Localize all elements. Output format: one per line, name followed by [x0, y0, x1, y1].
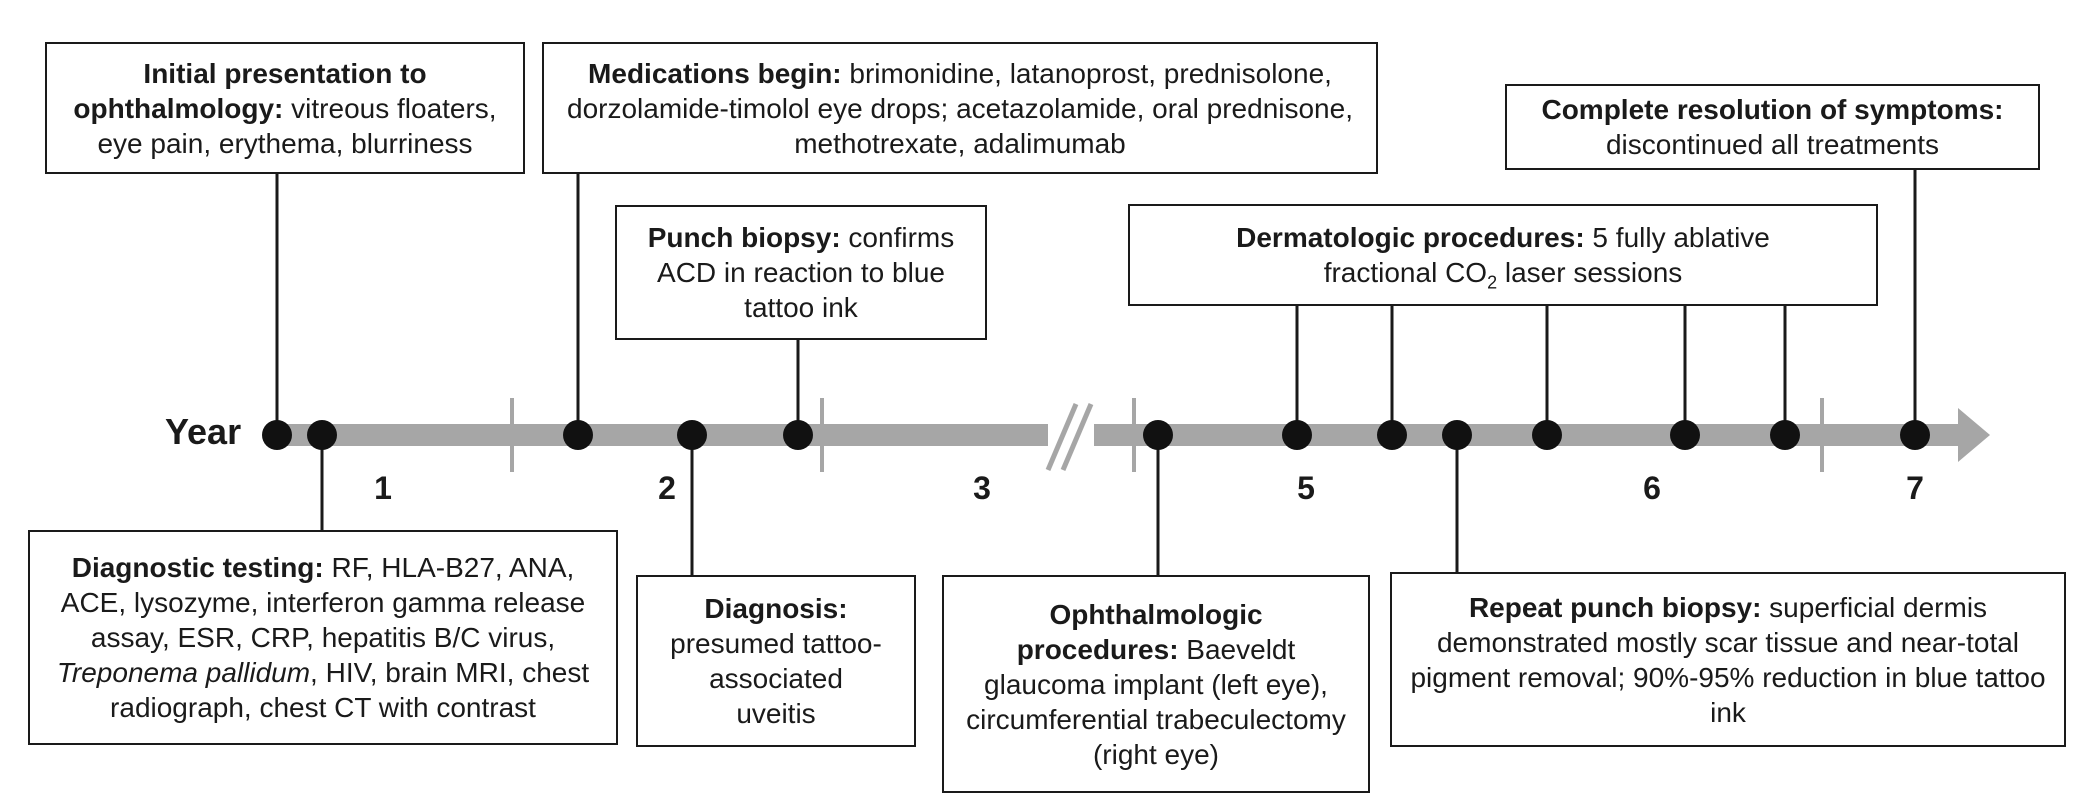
event-marker [1900, 420, 1930, 450]
event-marker [307, 420, 337, 450]
axis-arrowhead [1958, 408, 1990, 462]
event-text: brimonidine, latanoprost, prednisolone, … [567, 57, 1353, 159]
event-label: Initial presentation to ophthalmology: [73, 57, 427, 124]
event-text-italic: Treponema pallidum [56, 657, 311, 688]
event-marker [1282, 420, 1312, 450]
event-text: 5 fully ablative fractional CO [1323, 222, 1770, 288]
event-text: vitreous floaters, eye pain, erythema, b… [97, 92, 497, 159]
event-text-subscript: 2 [1487, 272, 1498, 293]
event-label: Punch biopsy: [647, 222, 841, 253]
event-label: Diagnostic testing: [71, 552, 324, 583]
event-medications: Medications begin: brimonidine, latanopr… [542, 42, 1378, 174]
year-label-3: 3 [973, 470, 991, 506]
axis-bar-left [278, 424, 1048, 446]
event-marker [262, 420, 292, 450]
event-marker [1442, 420, 1472, 450]
event-marker [677, 420, 707, 450]
event-text: confirms ACD in reaction to blue tattoo … [657, 222, 955, 323]
axis-bar-right [1094, 424, 1962, 446]
event-diagnostic-testing: Diagnostic testing: RF, HLA-B27, ANA, AC… [28, 530, 618, 745]
event-marker [563, 420, 593, 450]
event-initial-presentation: Initial presentation to ophthalmology: v… [45, 42, 525, 174]
event-label: Diagnosis: [704, 593, 848, 624]
event-punch-biopsy: Punch biopsy: confirms ACD in reaction t… [615, 205, 987, 340]
event-text: presumed tattoo-associated uveitis [670, 628, 882, 729]
axis-break-mark [1045, 403, 1079, 471]
event-label: Ophthalmologic procedures: [1016, 598, 1263, 665]
event-ophthalmologic-procedures: Ophthalmologic procedures: Baeveldt glau… [942, 575, 1370, 793]
event-label: Complete resolution of symptoms: [1541, 94, 2004, 125]
year-label-2: 2 [658, 470, 676, 506]
year-label-7: 7 [1906, 470, 1924, 506]
axis-title: Year [165, 411, 242, 452]
event-marker [1143, 420, 1173, 450]
event-label: Repeat punch biopsy: [1468, 591, 1762, 623]
event-marker [783, 420, 813, 450]
event-text: discontinued all treatments [1605, 129, 1940, 160]
year-label-5: 5 [1297, 470, 1315, 506]
year-label-6: 6 [1643, 470, 1661, 506]
event-complete-resolution: Complete resolution of symptoms: discont… [1505, 84, 2040, 170]
event-text: RF, HLA-B27, ANA, ACE, lysozyme, interfe… [60, 552, 586, 653]
event-dermatologic-procedures: Dermatologic procedures: 5 fully ablativ… [1128, 204, 1878, 306]
event-label: Medications begin: [588, 57, 842, 89]
event-text: , HIV, brain MRI, chest radiograph, ches… [110, 657, 590, 723]
event-marker [1377, 420, 1407, 450]
event-marker [1670, 420, 1700, 450]
event-marker [1770, 420, 1800, 450]
event-text: superficial dermis demonstrated mostly s… [1410, 591, 2046, 728]
event-marker [1532, 420, 1562, 450]
year-label-1: 1 [374, 470, 392, 506]
event-label: Dermatologic procedures: [1236, 222, 1585, 253]
event-repeat-punch-biopsy: Repeat punch biopsy: superficial dermis … [1390, 572, 2066, 747]
event-diagnosis: Diagnosis: presumed tattoo-associated uv… [636, 575, 916, 747]
axis-break-mark [1060, 403, 1094, 471]
event-text: laser sessions [1497, 257, 1683, 288]
event-text: Baeveldt glaucoma implant (left eye), ci… [966, 633, 1346, 770]
